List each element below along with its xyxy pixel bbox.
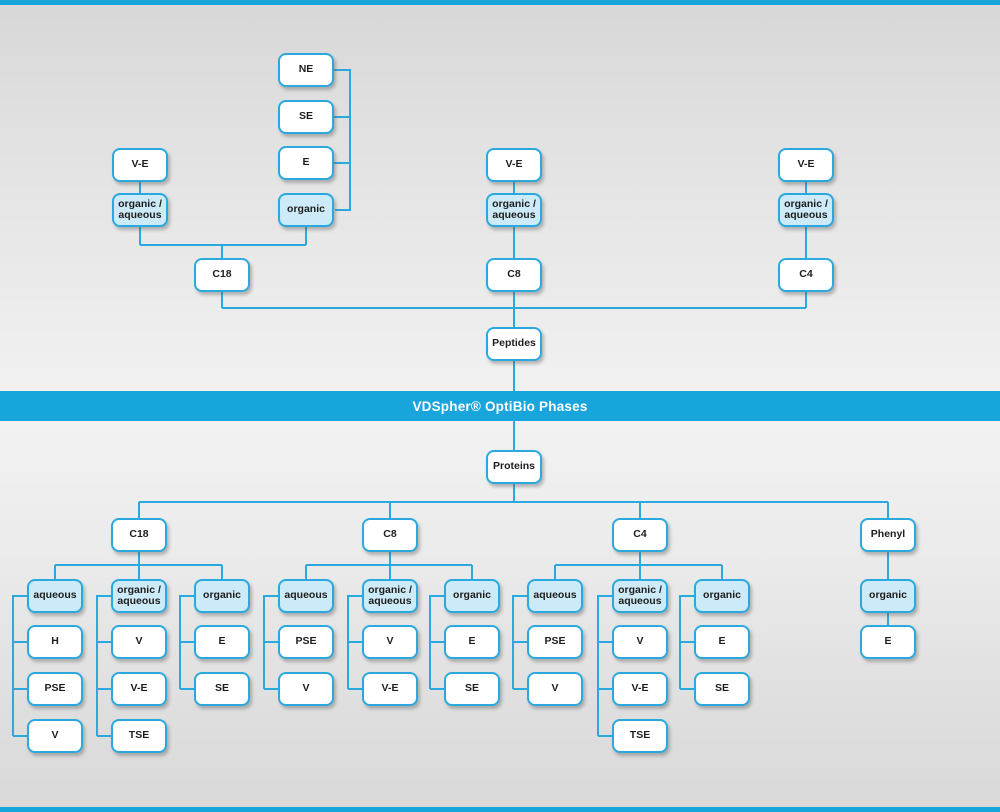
top-accent-bar	[0, 0, 1000, 5]
node-peptides-c4-eluent-organic-aqueous: organic / aqueous	[778, 193, 834, 227]
rail-c18-organic-aqueous	[96, 595, 111, 737]
node-peptides-c18-phase-ve: V-E	[112, 148, 168, 182]
banner-title: VDSpher® OptiBio Phases	[0, 391, 1000, 421]
node-peptides-c4-phase-ve: V-E	[778, 148, 834, 182]
node-proteins-column-c8: C8	[362, 518, 418, 552]
rail-c18-organic	[179, 595, 194, 690]
node-proteins-c4-orgaq-phase-ve: V-E	[612, 672, 668, 706]
node-proteins-c18-eluent-aqueous: aqueous	[27, 579, 83, 613]
node-proteins-c18-aqueous-phase-pse: PSE	[27, 672, 83, 706]
node-proteins-c4-orgaq-phase-v: V	[612, 625, 668, 659]
node-proteins-phenyl-organic-phase-e: E	[860, 625, 916, 659]
connector-proteins-to-columns	[138, 484, 889, 518]
rail-c4-aqueous	[512, 595, 527, 690]
node-peptides-c18-organic-phase-e: E	[278, 146, 334, 180]
node-proteins-c8-aqueous-phase-pse: PSE	[278, 625, 334, 659]
connector-peptides-organic-rail	[334, 69, 351, 211]
node-proteins-c4-eluent-aqueous: aqueous	[527, 579, 583, 613]
node-proteins-column-c4: C4	[612, 518, 668, 552]
node-proteins-c18-aqueous-phase-h: H	[27, 625, 83, 659]
node-proteins-c4-organic-phase-se: SE	[694, 672, 750, 706]
node-proteins-column-phenyl: Phenyl	[860, 518, 916, 552]
node-proteins-c18-organic-phase-e: E	[194, 625, 250, 659]
node-proteins-c4-orgaq-phase-tse: TSE	[612, 719, 668, 753]
node-peptides-c8-eluent-organic-aqueous: organic / aqueous	[486, 193, 542, 227]
rail-c18-aqueous	[12, 595, 27, 737]
node-proteins-c18-eluent-organic-aqueous: organic / aqueous	[111, 579, 167, 613]
connector-c4-to-eluents	[554, 552, 723, 579]
rail-c8-aqueous	[263, 595, 278, 690]
node-proteins-root: Proteins	[486, 450, 542, 484]
node-peptides-c18-eluent-organic-aqueous: organic / aqueous	[112, 193, 168, 227]
rail-c4-organic-aqueous	[597, 595, 612, 737]
node-proteins-c8-eluent-organic: organic	[444, 579, 500, 613]
node-proteins-c8-orgaq-phase-ve: V-E	[362, 672, 418, 706]
node-peptides-column-c4: C4	[778, 258, 834, 292]
node-proteins-c18-orgaq-phase-v: V	[111, 625, 167, 659]
node-proteins-c18-organic-phase-se: SE	[194, 672, 250, 706]
rail-c8-organic-aqueous	[347, 595, 362, 690]
node-proteins-c8-orgaq-phase-v: V	[362, 625, 418, 659]
node-proteins-column-c18: C18	[111, 518, 167, 552]
node-peptides-column-c18: C18	[194, 258, 250, 292]
node-proteins-c4-eluent-organic: organic	[694, 579, 750, 613]
node-peptides-c18-organic-phase-se: SE	[278, 100, 334, 134]
rail-c8-organic	[429, 595, 444, 690]
connector-c8-to-eluents	[305, 552, 473, 579]
node-proteins-c8-eluent-aqueous: aqueous	[278, 579, 334, 613]
node-proteins-c18-orgaq-phase-tse: TSE	[111, 719, 167, 753]
connector-c18-to-eluents	[54, 552, 223, 579]
node-proteins-c4-eluent-organic-aqueous: organic / aqueous	[612, 579, 668, 613]
node-proteins-c18-orgaq-phase-ve: V-E	[111, 672, 167, 706]
node-proteins-c4-aqueous-phase-pse: PSE	[527, 625, 583, 659]
node-peptides-c18-organic-phase-ne: NE	[278, 53, 334, 87]
node-proteins-c8-organic-phase-e: E	[444, 625, 500, 659]
node-proteins-c18-aqueous-phase-v: V	[27, 719, 83, 753]
node-peptides-c8-phase-ve: V-E	[486, 148, 542, 182]
node-proteins-c18-eluent-organic: organic	[194, 579, 250, 613]
node-peptides-c18-eluent-organic: organic	[278, 193, 334, 227]
node-peptides-column-c8: C8	[486, 258, 542, 292]
bottom-accent-bar	[0, 807, 1000, 812]
node-proteins-c4-organic-phase-e: E	[694, 625, 750, 659]
rail-c4-organic	[679, 595, 694, 690]
connector-columns-to-peptides	[221, 292, 807, 327]
node-proteins-c4-aqueous-phase-v: V	[527, 672, 583, 706]
node-proteins-c8-eluent-organic-aqueous: organic / aqueous	[362, 579, 418, 613]
node-proteins-c8-organic-phase-se: SE	[444, 672, 500, 706]
node-proteins-c8-aqueous-phase-v: V	[278, 672, 334, 706]
node-peptides-root: Peptides	[486, 327, 542, 361]
node-proteins-phenyl-eluent-organic: organic	[860, 579, 916, 613]
